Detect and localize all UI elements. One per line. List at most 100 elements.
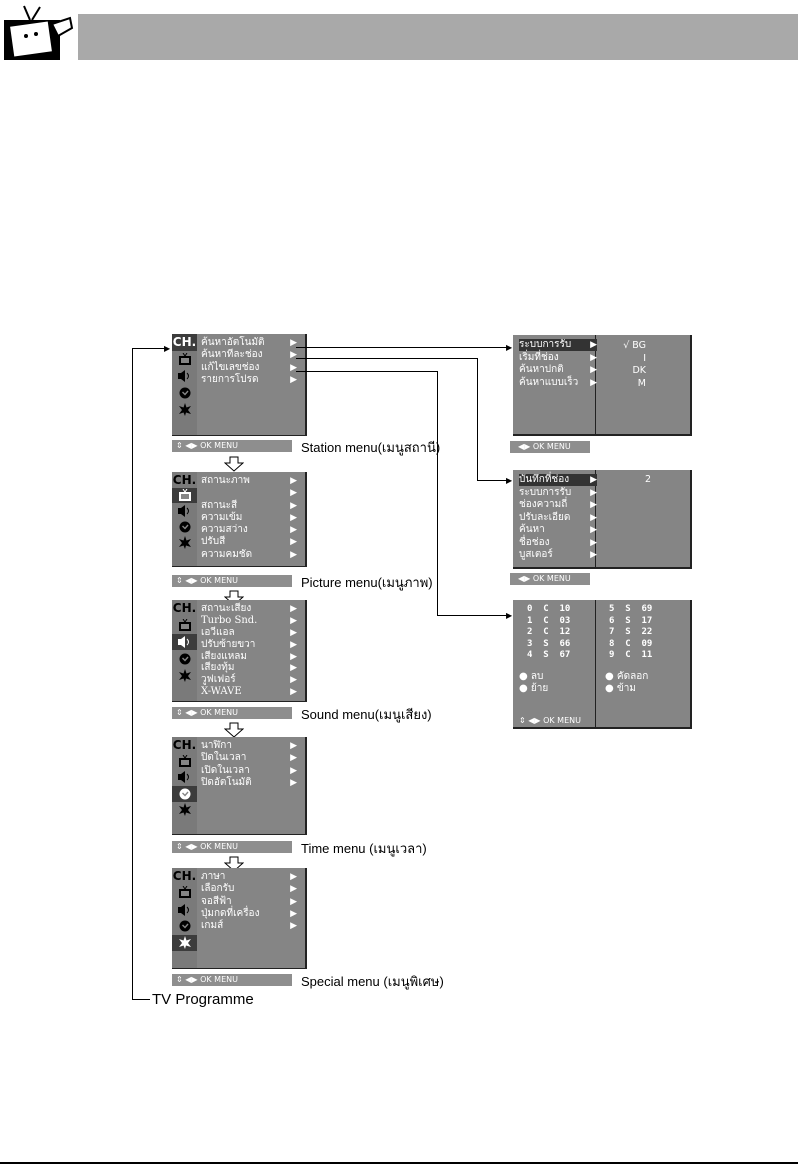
- panel-item[interactable]: ปรับละเอียด▶: [519, 512, 597, 524]
- edit-action[interactable]: ● ลบ: [519, 671, 544, 682]
- ch-icon[interactable]: CH.: [172, 472, 197, 487]
- special-icon[interactable]: [172, 934, 197, 952]
- edit-action[interactable]: ● ย้าย: [519, 683, 549, 694]
- menu-item[interactable]: เปิดในเวลา▶: [201, 765, 305, 777]
- panel-item[interactable]: บูสเตอร์▶: [519, 549, 597, 561]
- menu-item-label: จอสีฟ้า: [201, 895, 232, 907]
- system-option[interactable]: √ BG: [623, 340, 646, 351]
- menu-item[interactable]: เสียงแหลม▶: [201, 651, 305, 663]
- panel-item[interactable]: ค้นหาปกติ▶: [519, 364, 597, 376]
- panel-item[interactable]: ระบบการรับ▶: [519, 339, 597, 351]
- tv-icon[interactable]: [172, 351, 197, 368]
- system-option[interactable]: DK: [632, 365, 646, 376]
- tv-icon[interactable]: [172, 617, 197, 634]
- panel-item[interactable]: ช่องความถี่▶: [519, 499, 597, 511]
- menu-item[interactable]: จอสีฟ้า▶: [201, 896, 305, 908]
- panel-item[interactable]: เริ่มที่ช่อง▶: [519, 352, 597, 364]
- system-option[interactable]: I: [643, 352, 646, 364]
- clock-icon[interactable]: [172, 651, 197, 668]
- menu-item[interactable]: เสียงทุ้ม▶: [201, 662, 305, 674]
- edit-action[interactable]: ● คัดลอก: [605, 671, 649, 682]
- tv-icon[interactable]: [172, 487, 197, 504]
- menu-item[interactable]: นาฬิกา▶: [201, 740, 305, 752]
- submenu-arrow-icon: ▶: [290, 549, 297, 560]
- menu-item[interactable]: สถานะสี▶: [201, 500, 305, 512]
- channel-entry[interactable]: 8 C 09: [609, 638, 653, 649]
- panel-item[interactable]: ชื่อช่อง▶: [519, 537, 597, 549]
- menu-item[interactable]: ปรับสี▶: [201, 536, 305, 548]
- special-icon[interactable]: [172, 401, 197, 418]
- channel-entry[interactable]: 4 S 67: [527, 650, 571, 660]
- menu-item[interactable]: ความคมชัด▶: [201, 549, 305, 561]
- channel-entry[interactable]: 7 S 22: [609, 627, 653, 637]
- menu-item[interactable]: ค้นหาอัตโนมัติ▶: [201, 337, 305, 349]
- submenu-arrow-icon: ▶: [290, 374, 297, 385]
- tv-icon[interactable]: [172, 753, 197, 769]
- auto-search-panel: ระบบการรับ▶เริ่มที่ช่อง▶ค้นหาปกติ▶ค้นหาแ…: [513, 335, 692, 436]
- menu-item[interactable]: เกมส์▶: [201, 920, 305, 932]
- ch-icon[interactable]: CH.: [172, 334, 197, 351]
- special-icon[interactable]: [172, 667, 197, 684]
- menu-item[interactable]: X-WAVE▶: [201, 686, 305, 698]
- panel-item-label: ค้นหาปกติ: [519, 364, 564, 375]
- menu-item[interactable]: ปุ่มกดที่เครื่อง ▶: [201, 908, 305, 920]
- menu-item[interactable]: เอวีแอล▶: [201, 627, 305, 639]
- menu-item[interactable]: ▶: [201, 487, 305, 499]
- menu-item[interactable]: ปิดอัตโนมัติ▶: [201, 777, 305, 789]
- sound-menu: CH. สถานะเสียง▶Turbo Snd.▶เอวีแอล▶ปรับซ้า…: [172, 600, 307, 702]
- ch-icon[interactable]: CH.: [172, 869, 197, 884]
- speaker-icon[interactable]: [172, 503, 197, 519]
- submenu-arrow-icon: ▶: [590, 512, 597, 523]
- channel-entry[interactable]: 2 C 12: [527, 627, 571, 637]
- menu-item[interactable]: เลือกรับ▶: [201, 883, 305, 895]
- clock-icon[interactable]: [172, 918, 197, 935]
- menu-item-label: เสียงทุ้ม: [201, 662, 235, 674]
- menu-item[interactable]: ปรับซ้ายขวา▶: [201, 639, 305, 651]
- panel-item[interactable]: บันทึกที่ช่อง▶: [519, 474, 597, 486]
- special-icon[interactable]: [172, 802, 197, 818]
- speaker-icon[interactable]: [172, 901, 197, 918]
- submenu-arrow-icon: ▶: [590, 537, 597, 548]
- menu-item[interactable]: ความสว่าง▶: [201, 524, 305, 536]
- ch-icon[interactable]: CH.: [172, 601, 197, 616]
- tv-icon[interactable]: [172, 885, 197, 902]
- ch-icon[interactable]: CH.: [172, 738, 197, 753]
- tv-mascot-logo-icon: [2, 4, 74, 62]
- clock-icon[interactable]: [172, 785, 197, 802]
- menu-item[interactable]: ความเข้ม▶: [201, 512, 305, 524]
- system-option[interactable]: M: [637, 377, 646, 389]
- special-icon[interactable]: [172, 535, 197, 551]
- menu-item[interactable]: สถานะเสียง▶: [201, 603, 305, 615]
- speaker-icon[interactable]: [172, 769, 197, 785]
- menu-footer-hint: ⇕ ◀▶ OK MENU: [172, 440, 292, 452]
- speaker-icon[interactable]: [172, 368, 197, 385]
- panel-item[interactable]: ค้นหาแบบเร็ว▶: [519, 377, 597, 389]
- menu-item-label: เกมส์: [201, 920, 224, 932]
- menu-item[interactable]: แก้ไขเลขช่อง▶: [201, 362, 305, 374]
- edit-action[interactable]: ● ข้าม: [605, 683, 636, 694]
- submenu-arrow-icon: ▶: [590, 377, 597, 388]
- menu-item[interactable]: Turbo Snd.▶: [201, 615, 305, 627]
- menu-item[interactable]: ปิดในเวลา▶: [201, 752, 305, 764]
- menu-item[interactable]: สถานะภาพ▶: [201, 475, 305, 487]
- panel-item[interactable]: ค้นหา▶: [519, 524, 597, 536]
- channel-entry[interactable]: 0 C 10: [527, 604, 571, 614]
- speaker-icon[interactable]: [172, 633, 197, 651]
- channel-entry[interactable]: 5 S 69: [609, 604, 653, 614]
- submenu-arrow-icon: ▶: [290, 908, 297, 919]
- clock-icon[interactable]: [172, 519, 197, 535]
- panel-item[interactable]: ระบบการรับ▶: [519, 487, 597, 499]
- menu-item-label: ค้นหาทีละช่อง: [201, 349, 263, 361]
- menu-item[interactable]: วูฟเฟอร์▶: [201, 674, 305, 686]
- menu-item[interactable]: ภาษา▶: [201, 871, 305, 883]
- channel-entry[interactable]: 3 S 66: [527, 638, 571, 649]
- menu-item[interactable]: ค้นหาทีละช่อง▶: [201, 349, 305, 361]
- channel-entry[interactable]: 6 S 17: [609, 615, 653, 626]
- submenu-arrow-icon: ▶: [290, 675, 297, 686]
- clock-icon[interactable]: [172, 385, 197, 402]
- channel-entry[interactable]: 9 C 11: [609, 650, 653, 660]
- channel-entry[interactable]: 1 C 03: [527, 615, 571, 626]
- submenu-arrow-icon: ▶: [590, 550, 597, 560]
- menu-item[interactable]: รายการโปรด▶: [201, 374, 305, 386]
- menu-item-label: ปุ่มกดที่เครื่อง: [201, 907, 260, 919]
